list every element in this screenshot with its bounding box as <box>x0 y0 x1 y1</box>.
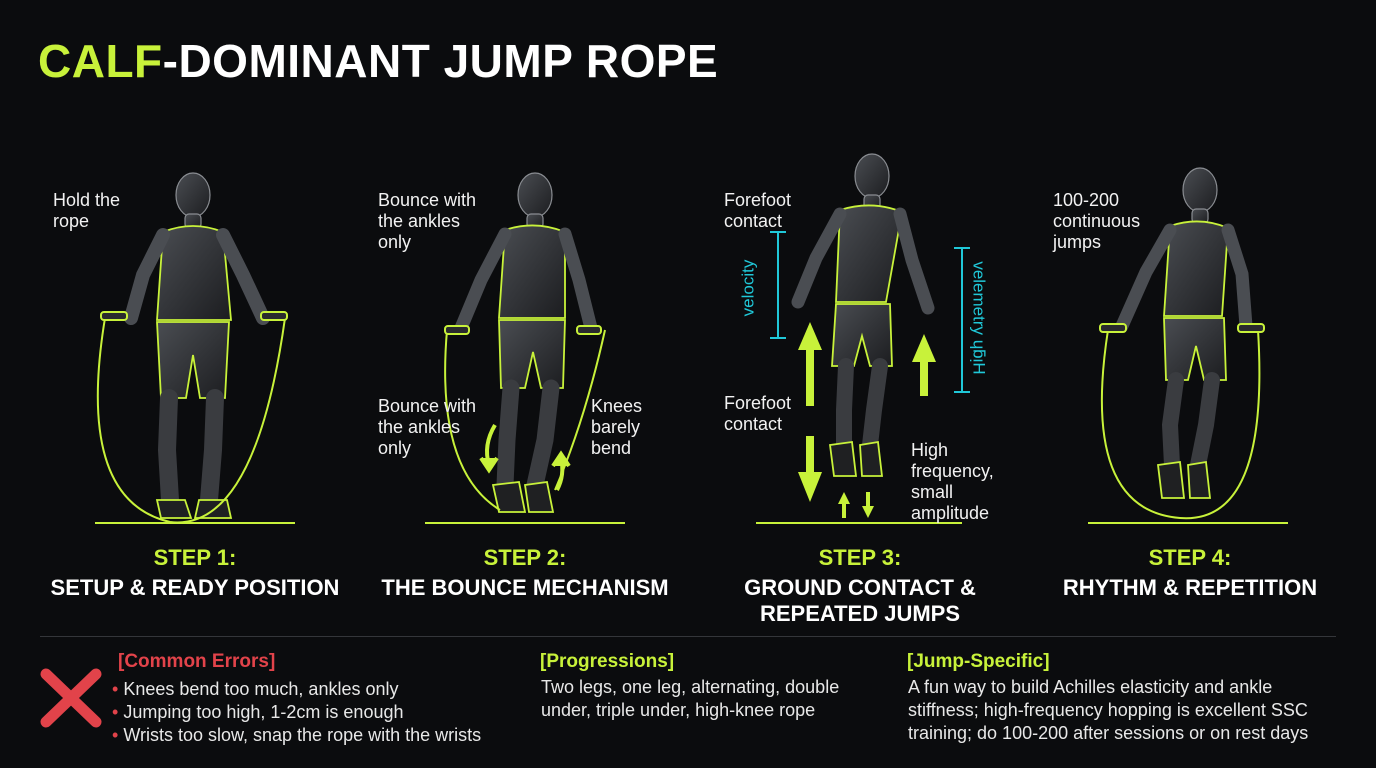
step-1-header: STEP 1: SETUP & READY POSITION <box>35 545 355 601</box>
step-1-name: SETUP & READY POSITION <box>50 575 340 600</box>
section-divider <box>40 636 1336 637</box>
step-3-illustration: Forefoot contact Forefoot contact High f… <box>700 140 1020 535</box>
athlete-figure-bouncing <box>454 172 598 513</box>
athlete-figure-airborne <box>791 153 935 477</box>
note-continuous-jumps: 100-200 continuous jumps <box>1053 190 1141 252</box>
small-down-arrow-icon <box>862 492 874 518</box>
jump-rope <box>444 325 606 511</box>
upward-curve-arrow-icon <box>551 450 571 491</box>
note-bounce-ankles-top: Bounce with the ankles only <box>378 190 477 252</box>
step-1-illustration: Hold the rope <box>35 140 355 535</box>
step-3-header: STEP 3: GROUND CONTACT & REPEATED JUMPS <box>700 545 1020 627</box>
error-item: Wrists too slow, snap the rope with the … <box>112 724 481 747</box>
height-velemetry-label: velemetry ɥƃᴉH <box>969 261 989 375</box>
note-knees-barely-bend: Knees barely bend <box>591 396 643 458</box>
step-4-name: RHYTHM & REPETITION <box>1062 575 1318 600</box>
velocity-label: velocity <box>738 259 758 317</box>
page-title: CALF-DOMINANT JUMP ROPE <box>38 34 718 88</box>
athlete-figure-standing <box>124 172 270 519</box>
step-3-number: STEP 3: <box>818 545 902 570</box>
step-4-number: STEP 4: <box>1148 545 1232 570</box>
title-rest: -DOMINANT JUMP ROPE <box>162 35 719 87</box>
step-3-name: GROUND CONTACT & REPEATED JUMPS <box>744 575 976 626</box>
jump-specific-title: [Jump-Specific] <box>907 651 1050 672</box>
title-accent: CALF <box>38 35 163 87</box>
down-arrow-icon <box>798 436 822 502</box>
downward-curve-arrow-icon <box>479 423 499 474</box>
progressions-title: [Progressions] <box>540 651 675 672</box>
step-2-header: STEP 2: THE BOUNCE MECHANISM <box>365 545 685 601</box>
note-high-frequency: High frequency, small amplitude <box>911 440 994 523</box>
step-2-name: THE BOUNCE MECHANISM <box>381 575 669 600</box>
note-forefoot-contact-lower: Forefoot contact <box>724 393 792 434</box>
error-item: Jumping too high, 1-2cm is enough <box>112 701 481 724</box>
note-bounce-ankles-lower: Bounce with the ankles only <box>378 396 477 458</box>
height-bracket <box>954 247 970 393</box>
step-4-illustration: 100-200 continuous jumps <box>1030 140 1350 535</box>
velocity-bracket <box>770 231 786 339</box>
step-1-number: STEP 1: <box>153 545 237 570</box>
errors-list: Knees bend too much, ankles only Jumping… <box>112 678 481 747</box>
jump-rope <box>1099 323 1265 520</box>
up-arrow-icon <box>798 322 822 406</box>
error-item: Knees bend too much, ankles only <box>112 678 481 701</box>
jump-specific-text: A fun way to build Achilles elasticity a… <box>908 677 1309 743</box>
note-forefoot-contact-top: Forefoot contact <box>724 190 792 231</box>
x-mark-icon <box>40 668 102 728</box>
step-2-illustration: Bounce with the ankles only Bounce with … <box>365 140 685 535</box>
small-up-arrow-icon <box>838 492 850 518</box>
errors-title: [Common Errors] <box>118 651 276 672</box>
step-4-header: STEP 4: RHYTHM & REPETITION <box>1030 545 1350 601</box>
note-hold-rope: Hold the rope <box>53 190 121 231</box>
progressions-text: Two legs, one leg, alternating, double u… <box>541 677 840 720</box>
step-2-number: STEP 2: <box>483 545 567 570</box>
up-arrow-icon <box>912 334 936 396</box>
athlete-figure-rhythm <box>1115 167 1253 499</box>
